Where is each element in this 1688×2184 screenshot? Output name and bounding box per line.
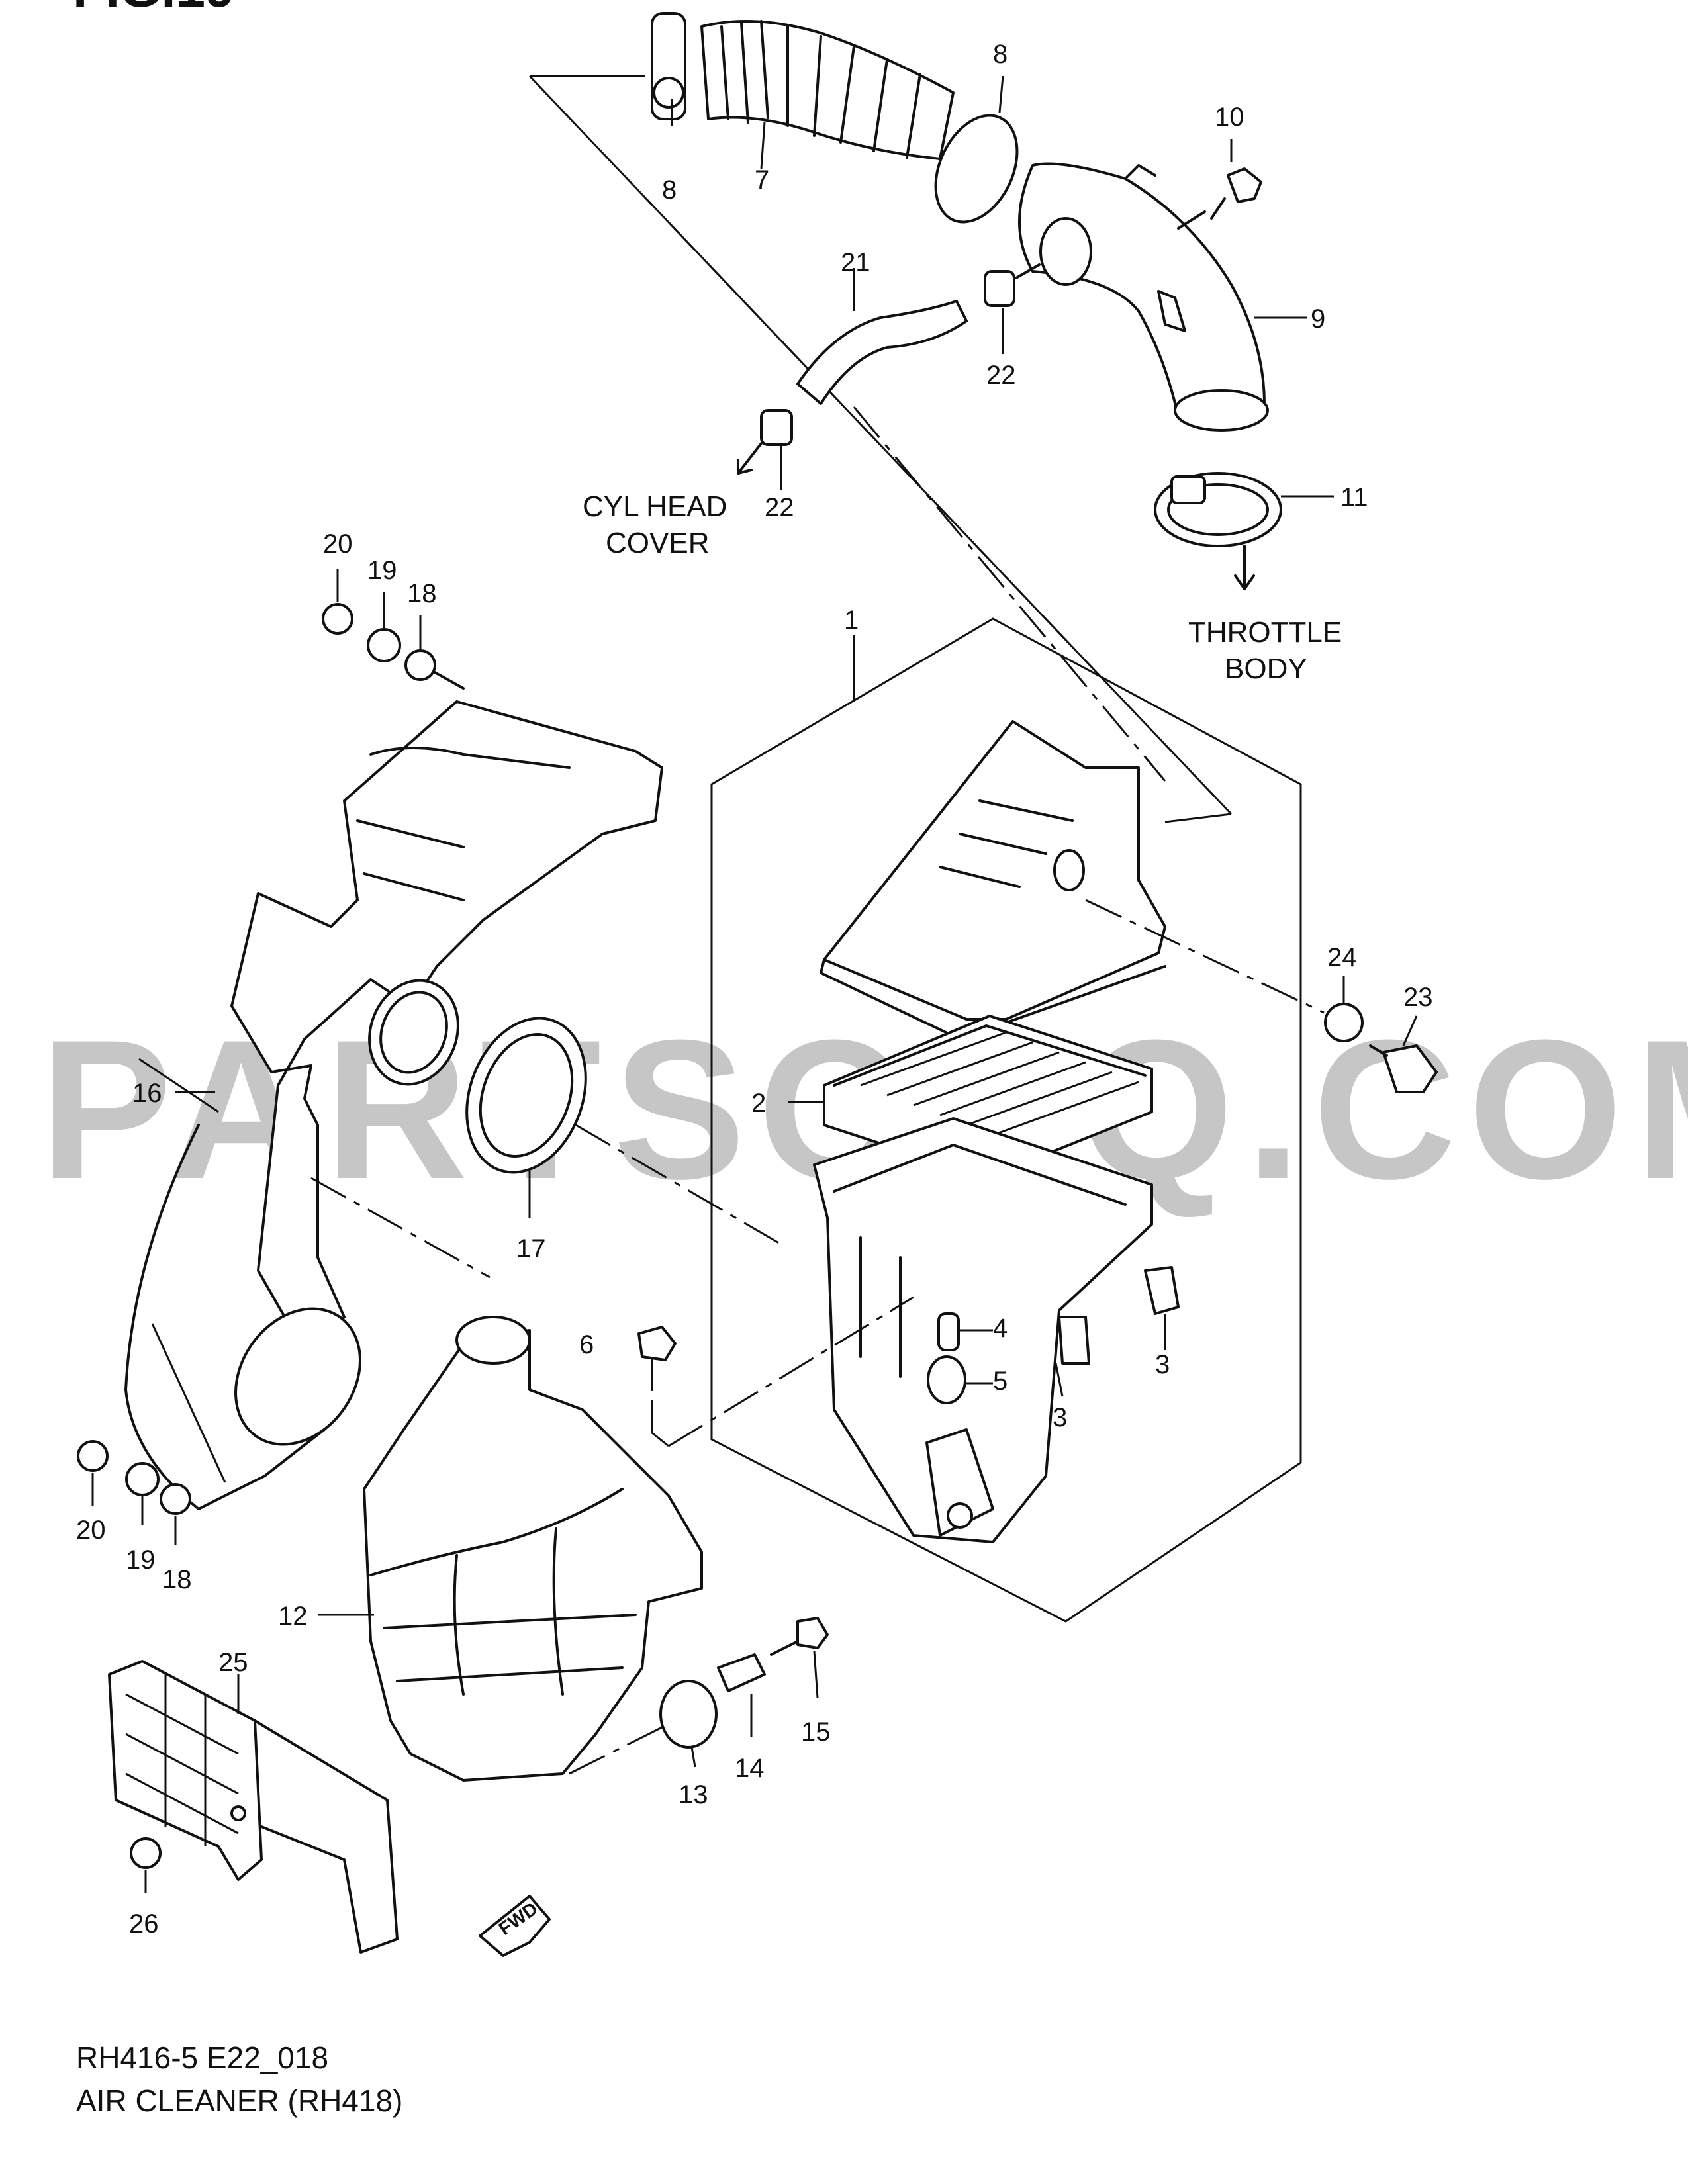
callout-9: 9	[1311, 304, 1325, 334]
resonator	[363, 1329, 703, 1782]
diagram-title: AIR CLEANER (RH418)	[76, 2083, 402, 2118]
bolt	[796, 1617, 829, 1649]
resonator-group	[77, 603, 829, 1957]
callout-19b: 19	[126, 1545, 156, 1574]
callout-11: 11	[1340, 483, 1368, 512]
callout-25: 25	[218, 1648, 248, 1677]
callout-7: 7	[755, 165, 769, 195]
callout-17: 17	[516, 1234, 546, 1263]
bushing	[927, 1355, 966, 1404]
intake-hose	[700, 20, 955, 160]
clip	[1144, 1266, 1180, 1315]
hose-clip	[984, 270, 1015, 307]
callout-15: 15	[801, 1717, 831, 1747]
breather-hose	[796, 300, 968, 405]
callout-22b: 22	[765, 493, 794, 522]
callout-3: 3	[1155, 1350, 1170, 1379]
footer: RH416-5 E22_018 AIR CLEANER (RH418)	[76, 2040, 402, 2118]
callout-5: 5	[993, 1367, 1008, 1396]
fwd-arrow-icon	[479, 1895, 551, 1957]
intake-hose-group	[528, 12, 1282, 823]
callout-23: 23	[1403, 983, 1433, 1012]
callout-8b: 8	[993, 40, 1008, 69]
washer	[125, 1462, 160, 1496]
grommet	[404, 649, 436, 681]
callout-18b: 18	[162, 1565, 192, 1594]
hose-clamp	[934, 114, 1019, 224]
callout-labels: 1 2 3 3 4 5 6 7 8 8 9 10 11 12 13 14 15 …	[76, 40, 1433, 1938]
callout-2: 2	[751, 1089, 766, 1118]
note-cover: COVER	[606, 527, 709, 559]
throttle-duct	[1018, 162, 1266, 418]
callout-1: 1	[844, 606, 859, 635]
callout-24: 24	[1327, 943, 1357, 972]
callout-21: 21	[841, 248, 870, 277]
air-cleaner-upper-case	[823, 720, 1166, 1021]
mount-rubber	[659, 1680, 718, 1749]
callout-20b: 20	[76, 1516, 106, 1545]
note-throttle: THROTTLE	[1188, 616, 1342, 649]
destination-notes: CYL HEAD COVER THROTTLE BODY FWD	[495, 490, 1342, 1939]
leader-lines	[91, 75, 1418, 1893]
sensor	[1382, 1044, 1438, 1093]
callout-18: 18	[407, 579, 437, 608]
bolt	[322, 603, 353, 635]
bolt	[130, 1837, 162, 1869]
grommet	[1324, 1003, 1364, 1042]
callout-3b: 3	[1053, 1403, 1067, 1432]
diagram-code: RH416-5 E22_018	[76, 2040, 328, 2075]
callout-10: 10	[1215, 103, 1244, 132]
clip	[1058, 1316, 1090, 1365]
bolt	[637, 1326, 677, 1361]
washer	[367, 628, 401, 662]
grommet	[160, 1483, 191, 1515]
bolt	[77, 1440, 109, 1472]
collar	[717, 1653, 766, 1692]
callout-20: 20	[323, 529, 353, 559]
callout-19: 19	[367, 556, 397, 585]
note-cyl-head: CYL HEAD	[583, 490, 727, 523]
callout-14: 14	[735, 1754, 765, 1783]
callout-16: 16	[132, 1079, 162, 1108]
bolt	[1227, 167, 1262, 203]
grommet	[937, 1312, 960, 1351]
callout-26: 26	[129, 1909, 159, 1938]
note-body: BODY	[1225, 653, 1307, 685]
callout-4: 4	[993, 1314, 1008, 1343]
callout-13: 13	[679, 1780, 708, 1809]
hose-clip	[760, 409, 793, 446]
callout-22: 22	[986, 361, 1016, 390]
callout-8: 8	[662, 175, 677, 205]
callout-6: 6	[579, 1330, 594, 1359]
figure-number: FIG.19	[73, 0, 235, 18]
callout-12: 12	[278, 1602, 308, 1631]
